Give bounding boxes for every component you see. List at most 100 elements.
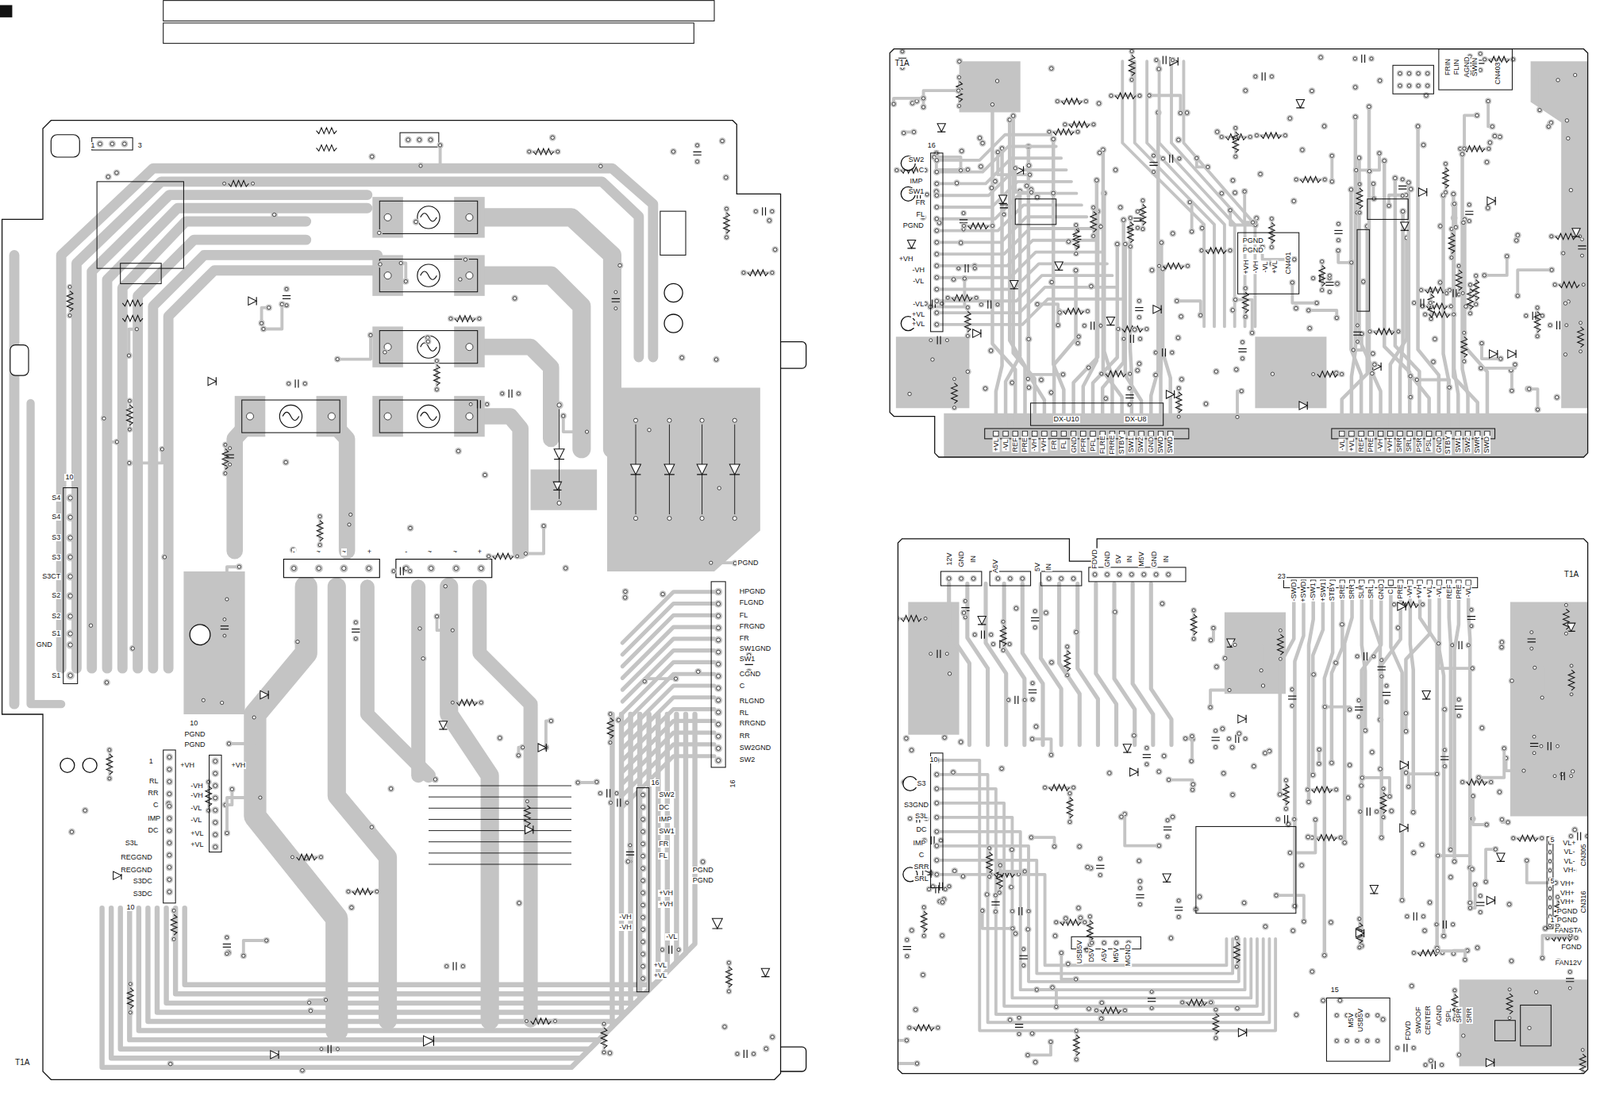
- solder-pad: [1335, 220, 1343, 227]
- solder-pad: [714, 696, 723, 704]
- solder-pad: [607, 739, 614, 747]
- solder-pad: [964, 304, 971, 312]
- pad-hole: [1095, 178, 1099, 182]
- solder-pad: [613, 790, 620, 797]
- pad-hole: [902, 131, 906, 135]
- capacitor-plate: [351, 631, 360, 633]
- solder-pad: [994, 149, 1001, 156]
- solder-pad: [1252, 73, 1259, 81]
- solder-pad: [431, 776, 439, 784]
- pad-hole: [167, 792, 172, 797]
- solder-pad: [250, 180, 257, 187]
- solder-pad: [740, 269, 747, 277]
- pad-hole: [1132, 327, 1136, 331]
- solder-pad: [726, 959, 733, 966]
- diode-symbol: [1400, 222, 1409, 231]
- solder-pad: [1461, 145, 1468, 152]
- solder-pad: [1218, 189, 1226, 197]
- solder-pad: [380, 409, 396, 424]
- pad-hole: [1294, 177, 1298, 181]
- solder-pad: [380, 268, 396, 283]
- pad-hole: [1371, 351, 1375, 355]
- capacitor-plate: [455, 961, 457, 970]
- solder-pad: [631, 514, 640, 523]
- solder-pad: [1226, 207, 1234, 214]
- pad-hole: [1361, 280, 1366, 284]
- solder-pad: [1150, 152, 1158, 159]
- pad-hole: [951, 277, 955, 281]
- solder-pad: [1376, 76, 1384, 85]
- solder-pad: [334, 355, 341, 362]
- pad-hole: [1482, 273, 1486, 277]
- pad-hole: [550, 135, 554, 139]
- pad-hole: [1486, 99, 1490, 103]
- solder-pad: [1143, 326, 1150, 333]
- pad-hole: [1307, 326, 1312, 330]
- fuse-clip: [372, 196, 404, 238]
- copper-trace: [1113, 94, 1139, 97]
- pad-hole: [1579, 350, 1583, 354]
- solder-pad: [1113, 240, 1121, 248]
- pad-hole: [458, 277, 462, 281]
- solder-pad: [211, 794, 220, 802]
- diode-symbol: [937, 123, 946, 132]
- resistor-symbol: [1461, 336, 1468, 358]
- pad-hole: [1327, 290, 1331, 294]
- solder-pad: [1098, 370, 1105, 377]
- copper-trace: [350, 890, 376, 893]
- resistor-symbol: [530, 1018, 552, 1025]
- pad-hole: [945, 338, 949, 343]
- solder-pad: [730, 514, 739, 523]
- copper-trace: [147, 714, 658, 1022]
- solder-pad: [955, 265, 962, 272]
- solder-pad: [1126, 401, 1134, 408]
- diode-symbol: [1010, 280, 1019, 289]
- resistor-symbol: [964, 311, 971, 333]
- capacitor-plate: [1149, 165, 1158, 166]
- solder-pad: [1305, 307, 1312, 314]
- mounting-tab: [777, 342, 807, 369]
- pad-hole: [68, 535, 73, 540]
- pad-hole: [1188, 200, 1192, 204]
- solder-pad: [1369, 180, 1377, 187]
- resistor-symbol: [1373, 328, 1395, 335]
- resistor-symbol: [747, 269, 769, 277]
- solder-pad: [1102, 395, 1110, 403]
- solder-pad: [316, 513, 324, 520]
- solder-pad: [977, 162, 985, 170]
- copper-trace: [1059, 100, 1085, 103]
- solder-pad: [1241, 188, 1248, 195]
- diode-bar: [433, 1035, 435, 1047]
- solder-pad: [1232, 365, 1240, 374]
- solder-pad: [436, 142, 443, 149]
- capacitor-plate: [765, 207, 766, 216]
- pad-hole: [525, 800, 529, 804]
- diode-bar: [696, 473, 708, 475]
- pad-hole: [517, 901, 521, 905]
- solder-pad: [523, 798, 531, 805]
- resistor-symbol: [1300, 176, 1321, 183]
- pad-hole: [1051, 191, 1055, 195]
- square-pad: [1377, 430, 1383, 436]
- pad-hole: [134, 327, 139, 331]
- pad-hole: [1423, 312, 1427, 316]
- solder-pad: [1176, 109, 1184, 116]
- capacitor-plate: [1423, 298, 1424, 307]
- solder-pad: [426, 564, 435, 573]
- solder-pad: [638, 913, 647, 921]
- pad-hole: [1170, 350, 1174, 354]
- pad-hole: [1074, 252, 1078, 256]
- pad-hole: [225, 952, 229, 956]
- diode-symbol: [907, 240, 916, 249]
- solder-pad: [981, 384, 989, 393]
- solder-pad: [1246, 134, 1254, 141]
- copper-fill: [1254, 336, 1327, 408]
- solder-pad: [714, 636, 723, 645]
- pad-hole: [553, 1019, 558, 1024]
- square-pad: [1426, 430, 1431, 436]
- solder-pad: [752, 207, 759, 215]
- copper-trace: [528, 1019, 554, 1023]
- pad-hole: [1335, 281, 1339, 285]
- pad-hole: [335, 357, 339, 362]
- pad-hole: [223, 618, 227, 622]
